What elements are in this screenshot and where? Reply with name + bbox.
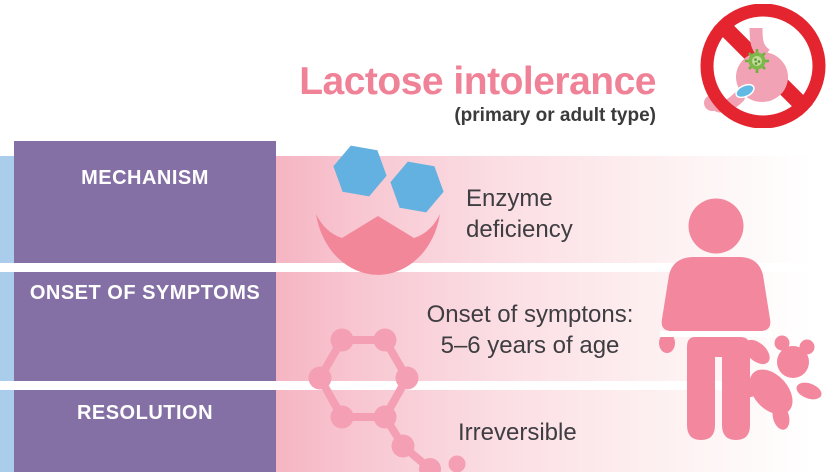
- onset-value-line2: 5–6 years of age: [440, 332, 620, 359]
- row-label: RESOLUTION: [76, 402, 214, 424]
- no-lactose-stomach-icon: [700, 4, 826, 128]
- child-legs: [687, 337, 750, 440]
- lactose-hexagon-icon: [333, 145, 387, 197]
- bacteria-icon: [735, 83, 755, 99]
- row-label: ONSET OF SYMPTOMS: [29, 282, 261, 304]
- row-label: MECHANISM: [81, 167, 209, 189]
- child-with-teddy-bear-icon: [659, 198, 822, 440]
- child-head: [688, 198, 744, 254]
- row-resolution: RESOLUTION: [14, 390, 276, 472]
- lactose-hexagon-icon: [390, 161, 444, 213]
- left-blue-strip: [0, 156, 14, 472]
- row-mechanism: MECHANISM: [14, 141, 276, 263]
- resolution-value: Irreversible: [458, 419, 577, 446]
- header: Lactose intolerance (primary or adult ty…: [260, 62, 656, 127]
- page-title: Lactose intolerance: [299, 60, 656, 103]
- onset-value: Onset of symptons: 5–6 years of age: [415, 299, 645, 361]
- enzyme-bowl-icon: [316, 214, 440, 275]
- enzyme-deficiency-icon: [316, 145, 444, 275]
- teddy-bear-icon: [737, 335, 822, 430]
- onset-value-line1: Onset of symptons:: [426, 301, 634, 328]
- child-torso: [661, 257, 771, 331]
- mechanism-value: Enzyme deficiency: [466, 185, 573, 243]
- page-subtitle: (primary or adult type): [454, 105, 656, 126]
- sugar-molecule-icon: [308, 328, 466, 472]
- microbe-icon: [745, 49, 769, 73]
- waist-gap: [660, 331, 773, 337]
- row-separator: [0, 263, 813, 272]
- row-onset-of-symptoms: ONSET OF SYMPTOMS: [14, 272, 276, 381]
